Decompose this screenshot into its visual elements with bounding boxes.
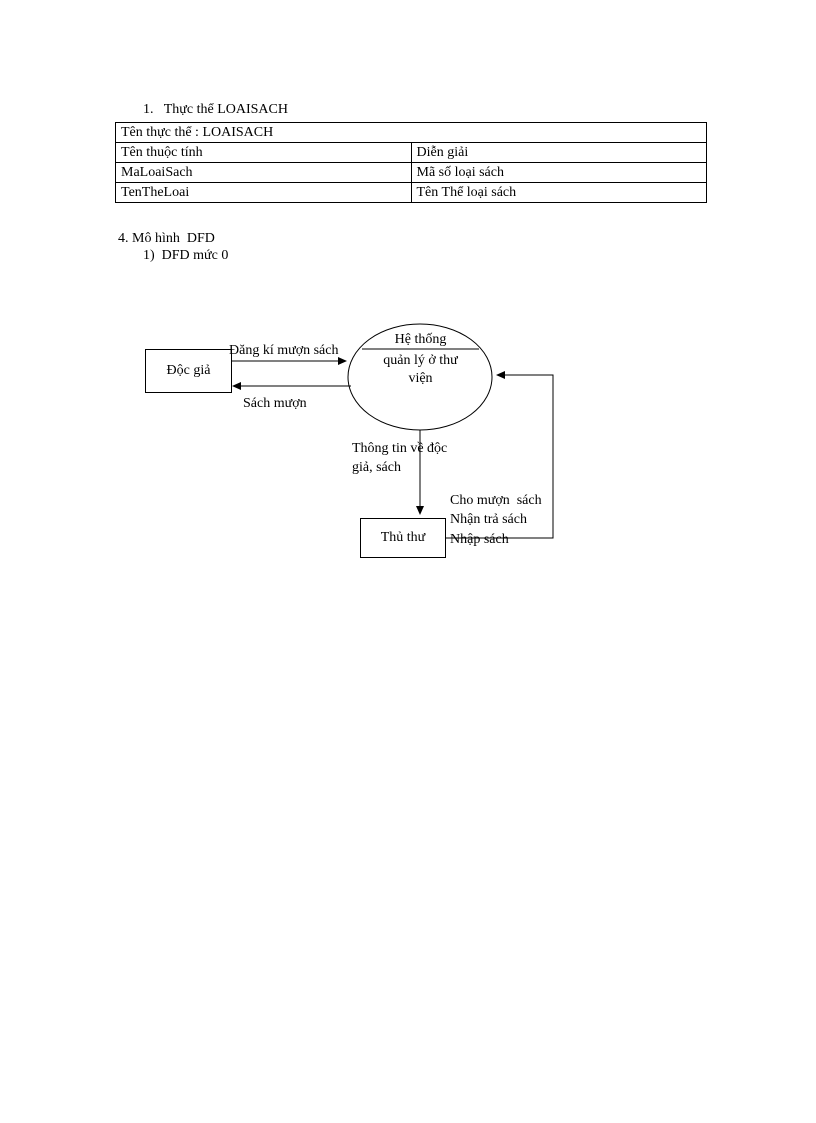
list-item-entity-loaisach: 1. Thực thể LOAISACH <box>143 102 288 117</box>
dfd-diagram <box>230 323 554 539</box>
external-entity-librarian: Thủ thư <box>360 518 446 558</box>
flow-label-info-line2: giả, sách <box>352 460 401 475</box>
table-row-header: Tên thuộc tính Diễn giải <box>115 142 707 163</box>
flow-label-register: Đăng kí mượn sách <box>229 343 339 358</box>
subsection-dfd-level0: 1) DFD mức 0 <box>143 248 229 263</box>
table-cell-description: Mã số loại sách <box>410 162 707 183</box>
table-cell-attribute: TenTheLoai <box>115 182 412 203</box>
table-cell-description: Tên Thể loại sách <box>410 182 707 203</box>
flow-librarian-arrow <box>444 371 554 539</box>
flow-label-info-line1: Thông tin về độc <box>352 441 448 456</box>
process-label-line1: Hệ thống <box>394 332 447 347</box>
section-heading-dfd: 4. Mô hình DFD <box>118 231 215 246</box>
flow-label-lend: Cho mượn sách <box>450 493 542 508</box>
flow-label-import: Nhập sách <box>450 532 509 547</box>
table-row: TenTheLoai Tên Thể loại sách <box>115 182 707 203</box>
entity-table: Tên thực thể : LOAISACH Tên thuộc tính D… <box>115 122 707 203</box>
process-label-line2: quản lý ở thư <box>383 353 458 368</box>
process-label-line3: viện <box>408 371 433 386</box>
external-entity-reader: Độc giả <box>145 349 232 393</box>
flow-label-borrow: Sách mượn <box>243 396 307 411</box>
flow-label-return: Nhận trả sách <box>450 512 527 527</box>
